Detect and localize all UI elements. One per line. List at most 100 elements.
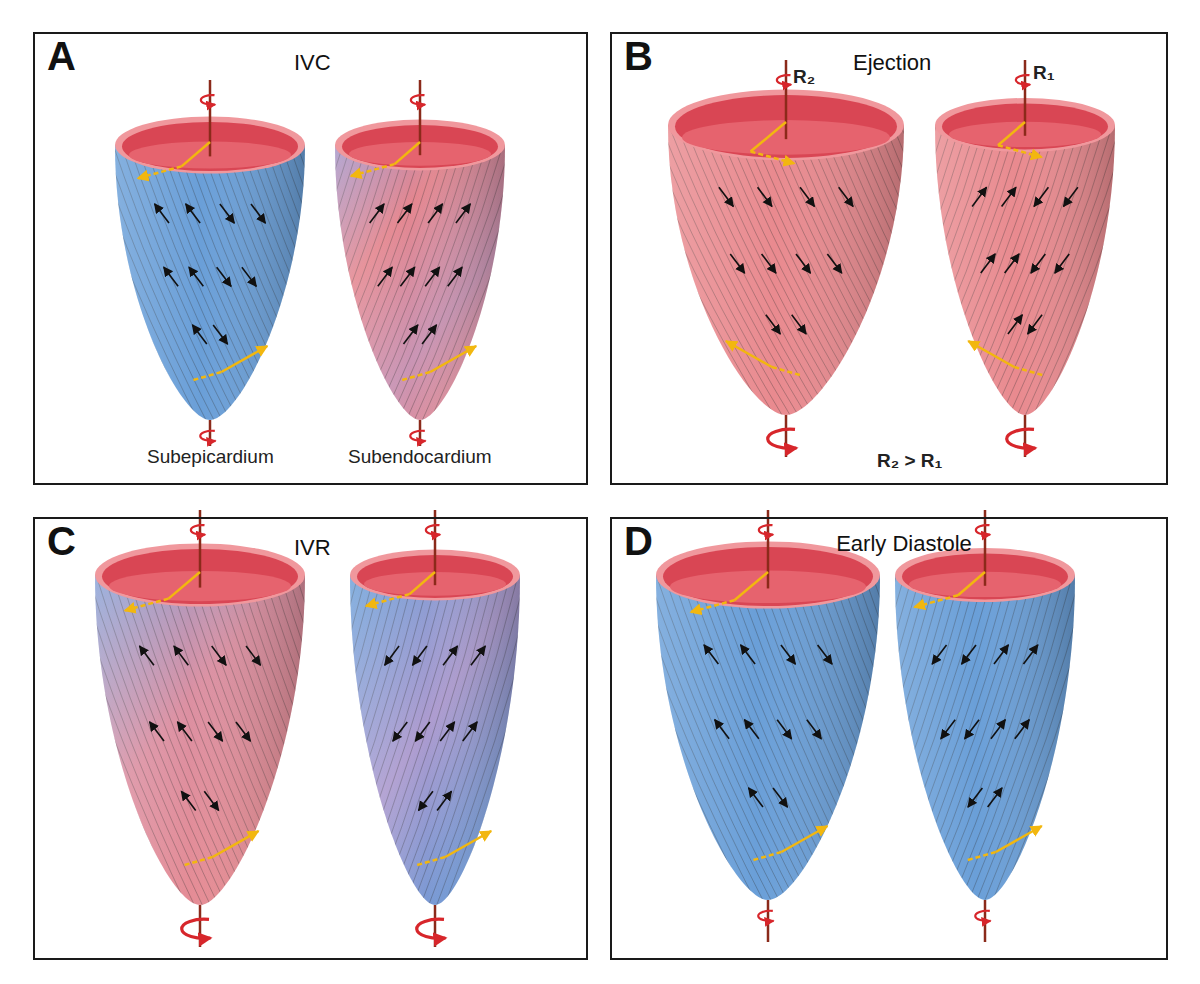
- fiber-lines: [515, 120, 1200, 425]
- fiber-arrow: [792, 315, 806, 334]
- fiber-arrow: [242, 267, 256, 286]
- fiber-arrow: [941, 720, 955, 739]
- fiber-lines: [0, 570, 575, 915]
- velocity-vector: [914, 595, 958, 607]
- radius-vector: [410, 572, 436, 594]
- comparison-label: R₂ > R₁: [877, 450, 942, 473]
- velocity-vector: [781, 826, 827, 852]
- fiber-arrow: [1015, 720, 1029, 739]
- rotation-arrow: [777, 75, 791, 85]
- fiber-arrow: [177, 722, 191, 741]
- radius-vector: [1014, 367, 1042, 375]
- velocity-vector: [726, 341, 772, 367]
- rotation-axis: [984, 510, 987, 586]
- ventricle-body: [335, 145, 505, 420]
- radius-vector: [417, 857, 445, 865]
- rotation-arrow: [417, 919, 446, 938]
- fiber-arrow: [749, 788, 763, 807]
- fiber-arrow: [370, 204, 384, 223]
- radius-vector: [182, 142, 211, 166]
- fiber-arrow: [443, 646, 457, 665]
- velocity-vector: [351, 164, 395, 176]
- shading: [935, 125, 1115, 415]
- ventricle-layer: [129, 510, 624, 947]
- fiber-arrow: [1031, 254, 1045, 273]
- ventricle-layer: [0, 510, 575, 947]
- fiber-arrow: [422, 325, 436, 344]
- radius-vector: [753, 852, 781, 860]
- fiber-arrow: [1034, 187, 1048, 206]
- rotation-axis: [209, 80, 212, 156]
- fiber-arrow: [397, 204, 411, 223]
- fiber-arrow: [437, 791, 451, 810]
- rotation-axis: [434, 905, 437, 947]
- velocity-vector: [213, 831, 259, 857]
- fiber-lines: [129, 570, 624, 915]
- fiber-arrow: [758, 187, 772, 206]
- radius-label: R₂: [793, 66, 815, 89]
- fiber-arrow: [213, 325, 227, 344]
- fiber-arrow: [773, 788, 787, 807]
- fiber-arrow: [988, 788, 1002, 807]
- rotation-arrow: [758, 911, 773, 921]
- fiber-arrow: [246, 646, 260, 665]
- rotation-arrow: [759, 525, 773, 535]
- fiber-arrow: [174, 646, 188, 665]
- radius-vector: [958, 572, 985, 595]
- fiber-arrow: [456, 204, 470, 223]
- fiber-arrow: [463, 722, 477, 741]
- ventricle-body: [95, 575, 305, 905]
- phase-title: Early Diastole: [829, 531, 979, 556]
- fiber-arrow: [800, 187, 814, 206]
- fiber-arrow: [212, 646, 226, 665]
- fiber-arrow: [1023, 645, 1037, 664]
- fiber-arrow: [1002, 187, 1016, 206]
- fiber-arrow: [807, 720, 821, 739]
- radius-vector: [193, 372, 221, 380]
- fiber-lines: [661, 570, 1186, 910]
- velocity-vector: [751, 152, 795, 164]
- fiber-arrow: [796, 254, 810, 273]
- velocity-vector: [430, 346, 476, 372]
- fiber-arrow: [186, 204, 200, 223]
- fiber-arrow: [204, 791, 218, 810]
- fiber-arrow: [1063, 187, 1077, 206]
- fiber-arrow: [932, 645, 946, 664]
- shading: [95, 575, 305, 905]
- ventricle-body: [656, 575, 880, 900]
- radius-vector: [751, 122, 786, 152]
- rotation-axis: [767, 510, 770, 588]
- ventricle-body: [350, 575, 520, 905]
- phase-panel: CIVR: [33, 517, 588, 960]
- fiber-arrow: [393, 722, 407, 741]
- fiber-arrow: [419, 791, 433, 810]
- fiber-arrow: [1005, 254, 1019, 273]
- fiber-arrow: [208, 722, 222, 741]
- ventricle-layer: [515, 60, 1200, 457]
- fiber-arrow: [220, 204, 234, 223]
- rotation-arrow: [410, 431, 425, 441]
- layer-label: Subendocardium: [348, 446, 492, 469]
- shading: [350, 575, 520, 905]
- fiber-arrow: [448, 267, 462, 286]
- ventricle-body: [115, 145, 305, 420]
- fiber-arrow: [744, 720, 758, 739]
- fiber-lines: [114, 140, 609, 430]
- rotation-axis: [199, 510, 202, 588]
- fiber-arrow: [766, 315, 780, 334]
- velocity-vector: [998, 145, 1042, 157]
- fiber-arrow: [962, 645, 976, 664]
- fiber-arrow: [428, 204, 442, 223]
- fiber-arrow: [415, 722, 429, 741]
- fiber-arrow: [404, 325, 418, 344]
- shading: [656, 575, 880, 900]
- rotation-arrow: [182, 919, 211, 938]
- radius-label: R₁: [1033, 62, 1055, 85]
- rotation-arrow: [201, 95, 215, 105]
- velocity-vector: [125, 599, 169, 611]
- rotation-arrow: [191, 525, 205, 535]
- phase-title: IVC: [294, 50, 331, 75]
- ventricle-body: [895, 575, 1075, 900]
- fiber-arrow: [762, 254, 776, 273]
